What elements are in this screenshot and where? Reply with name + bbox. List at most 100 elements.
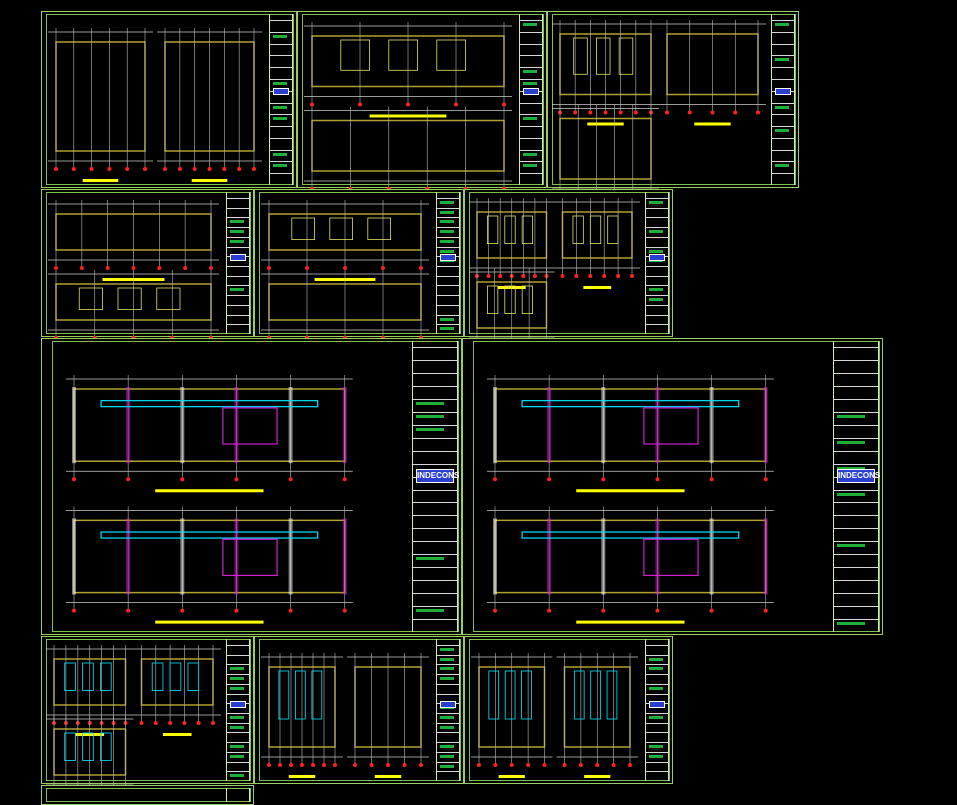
- column: [493, 518, 497, 595]
- sheet-frame: [46, 639, 251, 781]
- title-block-row: [834, 411, 878, 413]
- title-block-mark: [273, 117, 288, 121]
- title-block-mark: [273, 81, 288, 85]
- title-block-row: [834, 528, 878, 530]
- drawing-sheet[interactable]: INDECONS: [462, 338, 883, 635]
- grid-bubble: [125, 167, 130, 171]
- title-block-row: [520, 31, 542, 33]
- grid-bubble: [486, 274, 491, 278]
- title-block-row: [437, 236, 459, 238]
- view-title-bar: [583, 286, 612, 289]
- title-block-mark: [273, 105, 288, 109]
- title-block-mark: [837, 466, 865, 470]
- title-block-mark: [230, 725, 245, 729]
- grid-bubble: [139, 721, 144, 725]
- column: [601, 518, 606, 595]
- title-block-mark: [440, 716, 455, 719]
- grid-bubble: [547, 608, 552, 613]
- grid-bubble: [305, 336, 309, 338]
- grid-bubble: [348, 187, 353, 189]
- grid-bubble: [493, 477, 497, 482]
- title-block-row: [834, 567, 878, 569]
- grid-bubble: [177, 167, 182, 171]
- window-door: [488, 670, 500, 720]
- grid-bubble: [521, 274, 526, 278]
- wall-outline: [55, 41, 146, 152]
- grid-bubble: [542, 763, 547, 767]
- title-block-row: [270, 55, 292, 57]
- column: [180, 387, 185, 464]
- drawing-sheet[interactable]: [464, 189, 673, 338]
- title-block-mark: [523, 23, 538, 26]
- wall-section: [100, 531, 319, 539]
- grid-bubble: [477, 763, 481, 767]
- title-block-row: [772, 78, 794, 80]
- title-block-row: [772, 161, 794, 163]
- title-block-row: [413, 593, 457, 595]
- title-block-mark: [523, 70, 538, 74]
- title-block-mark: [440, 764, 455, 768]
- drawing-sheet[interactable]: [464, 636, 673, 784]
- grid-bubble: [310, 102, 314, 107]
- title-block-mark: [649, 686, 664, 690]
- grid-bubble: [655, 477, 660, 482]
- title-block-row: [646, 236, 668, 238]
- title-block-row: [227, 674, 249, 676]
- wall-section: [521, 531, 740, 539]
- wall-outline: [311, 119, 505, 172]
- title-block-row: [834, 463, 878, 465]
- sheet-frame: [552, 14, 796, 185]
- drawing-sheet[interactable]: [254, 636, 464, 784]
- grid-bubble: [406, 102, 410, 107]
- title-block-row: [834, 424, 878, 426]
- title-block-mark: [837, 622, 865, 626]
- title-block-row: [437, 266, 459, 267]
- drawing-sheet[interactable]: [41, 11, 297, 188]
- window-door: [589, 215, 602, 245]
- title-block-row: [520, 20, 542, 21]
- title-block-row: [227, 771, 249, 773]
- title-block-row: [834, 606, 878, 608]
- title-block-row: [227, 227, 249, 229]
- title-block-row: [227, 246, 249, 248]
- title-block-row: [270, 114, 292, 116]
- grid-bubble: [402, 763, 407, 767]
- title-block-row: [772, 126, 794, 128]
- title-block-row: [520, 149, 542, 151]
- title-block-row: [437, 713, 459, 714]
- title-block-row: [227, 645, 249, 646]
- grid-bubble: [595, 763, 600, 767]
- title-block-row: [520, 43, 542, 45]
- title-block-row: [227, 285, 249, 287]
- drawing-sheet[interactable]: INDECONS: [41, 338, 462, 635]
- grid-bubble: [616, 274, 621, 278]
- grid-bubble: [502, 187, 506, 189]
- grid-bubble: [493, 763, 498, 767]
- drawing-sheet[interactable]: [41, 636, 254, 785]
- drawing-sheet[interactable]: [254, 189, 464, 338]
- title-block-row: [520, 55, 542, 57]
- drawing-sheet[interactable]: [547, 11, 799, 189]
- window-door: [590, 670, 601, 720]
- title-block-row: [413, 411, 457, 413]
- window-door: [82, 662, 94, 692]
- title-block-row: [227, 693, 249, 695]
- title-block-mark: [523, 152, 538, 156]
- grid-bubble: [628, 763, 632, 767]
- title-block-mark: [440, 745, 455, 749]
- title-block-mark: [230, 230, 245, 234]
- title-block-row: [646, 732, 668, 734]
- column: [126, 518, 131, 595]
- grid-bubble: [710, 110, 715, 115]
- company-logo: [230, 254, 246, 262]
- grid-bubble: [131, 336, 136, 338]
- grid-bubble: [358, 102, 362, 107]
- drawing-sheet[interactable]: [297, 11, 547, 189]
- grid-bubble: [310, 187, 314, 189]
- grid-bubble: [180, 608, 185, 613]
- grid-bubble: [601, 608, 606, 613]
- title-block-row: [437, 674, 459, 676]
- drawing-sheet[interactable]: [41, 785, 254, 805]
- drawing-sheet[interactable]: [41, 189, 254, 338]
- grid-bubble: [237, 167, 242, 171]
